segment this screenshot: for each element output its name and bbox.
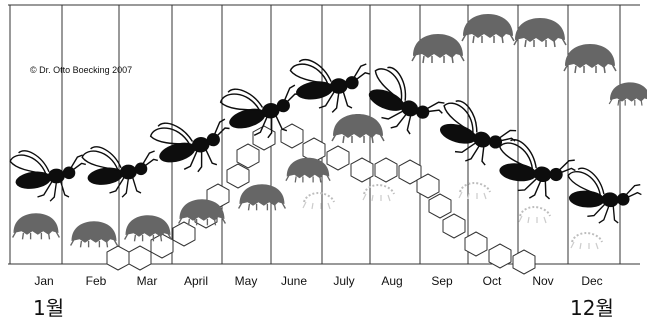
honeybee-icon — [290, 60, 369, 113]
bee-population-curve — [10, 60, 644, 231]
varroa-mite-icon — [363, 185, 394, 201]
start-month-label: 1월 — [33, 292, 64, 321]
month-label: Feb — [86, 274, 107, 288]
varroa-mite-icon — [459, 183, 490, 199]
month-label: Oct — [483, 274, 502, 288]
month-axis: Jan Feb Mar April May June July Aug Sep … — [34, 274, 602, 288]
honeybee-icon — [489, 136, 579, 207]
month-label: Nov — [532, 274, 553, 288]
varroa-mite-icon — [71, 221, 118, 247]
varroa-mite-icon — [462, 14, 514, 43]
month-label: Aug — [381, 274, 402, 288]
honeycomb-cell-icon — [429, 194, 451, 218]
honeycomb-cell-icon — [513, 250, 535, 274]
mite-population-curve — [13, 14, 647, 247]
varroa-mite-icon — [571, 233, 602, 249]
honeycomb-cell-icon — [443, 214, 465, 238]
varroa-mite-icon — [332, 114, 384, 143]
month-label: June — [281, 274, 307, 288]
varroa-mite-icon — [514, 18, 566, 47]
honeycomb-cell-icon — [227, 164, 249, 188]
honeybee-icon — [10, 151, 86, 201]
varroa-mite-icon — [303, 193, 334, 209]
honeycomb-cell-icon — [237, 144, 259, 168]
month-label: April — [184, 274, 208, 288]
copyright-notice: © Dr. Otto Boecking 2007 — [30, 65, 132, 75]
honeybee-icon — [560, 165, 644, 230]
varroa-mite-icon — [239, 184, 286, 210]
honeycomb-cell-icon — [129, 246, 151, 270]
month-label: May — [235, 274, 258, 288]
honeycomb-cell-icon — [375, 158, 397, 182]
month-label: July — [333, 274, 354, 288]
month-label: Mar — [137, 274, 158, 288]
month-label: Jan — [34, 274, 53, 288]
varroa-mite-icon — [13, 213, 60, 239]
varroa-mite-icon — [286, 158, 330, 183]
honeycomb-cell-icon — [281, 124, 303, 148]
honeycomb-cell-icon — [327, 146, 349, 170]
month-label: Dec — [581, 274, 602, 288]
honeycomb-cell-icon — [173, 222, 195, 246]
honeycomb-cell-icon — [107, 246, 129, 270]
month-label: Sep — [431, 274, 453, 288]
varroa-mite-icon — [609, 82, 647, 105]
varroa-mite-icon — [564, 44, 616, 73]
varroa-mite-icon — [519, 207, 550, 223]
end-month-label: 12월 — [570, 292, 614, 321]
honeybee-icon — [82, 147, 158, 197]
